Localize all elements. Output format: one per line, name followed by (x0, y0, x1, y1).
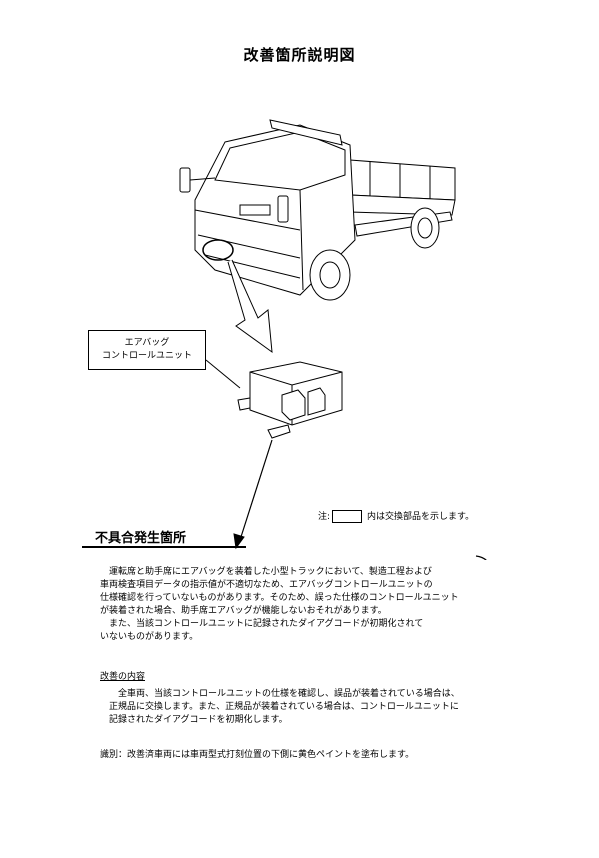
replacement-note: 注: 内は交換部品を示します。 (318, 509, 474, 523)
improvement-line: 正規品に交換します。また、正規品が装着されている場合は、コントロールユニットに (100, 702, 459, 712)
side-mirrors (179, 167, 289, 223)
cargo-bed (349, 159, 456, 237)
legend-box-icon (332, 510, 363, 523)
airbag-control-unit-drawing (237, 361, 343, 439)
defect-line: 運転席と助手席にエアバッグを装着した小型トラックにおいて、製造工程および (100, 567, 432, 577)
page-title: 改善箇所説明図 (243, 46, 356, 64)
label-line-2: コントロールユニット (101, 351, 192, 361)
improvement-line: 記録されたダイアグコードを初期化します。 (100, 715, 288, 725)
note-prefix: 注: (318, 512, 331, 522)
defect-title-underline (82, 546, 246, 548)
truck-illustration (179, 119, 487, 560)
note-suffix: 内は交換部品を示します。 (367, 512, 475, 522)
improvement-line: 全車両、当該コントロールユニットの仕様を確認し、誤品が装着されている場合は、 (100, 689, 460, 699)
defect-line: 仕様確認を行っていないものがあります。そのため、誤った仕様のコントロールユニット (100, 593, 459, 603)
label-leader-line (205, 359, 241, 389)
defect-location-title: 不具合発生箇所 (95, 531, 187, 546)
improvement-heading: 改善の内容 (100, 672, 146, 682)
improvement-description: 全車両、当該コントロールユニットの仕様を確認し、誤品が装着されている場合は、 正… (100, 688, 520, 727)
defect-line: 車両検査項目データの指示値が不適切なため、エアバッグコントロールユニットの (100, 580, 433, 590)
defect-description: 運転席と助手席にエアバッグを装着した小型トラックにおいて、製造工程および 車両検… (100, 566, 490, 644)
defect-line: また、当該コントロールユニットに記録されたダイアグコードが初期化されて (100, 619, 424, 629)
wheels (309, 207, 440, 301)
airbag-control-unit-label: エアバッグ コントロールユニット (88, 330, 206, 370)
truck-cab (194, 119, 356, 296)
identification-note: 識別：改善済車両には車両型式打刻位置の下側に黄色ペイントを塗布します。 (100, 750, 415, 760)
pointer-arrow (227, 259, 273, 354)
label-line-1: エアバッグ (124, 338, 170, 348)
defect-line: が装着された場合、助手席エアバッグが機能しないおそれがあります。 (100, 606, 387, 616)
defect-bracket-right (475, 555, 487, 560)
defect-line: いないものがあります。 (100, 632, 199, 642)
location-circle (202, 239, 234, 261)
defect-arrow (233, 439, 273, 550)
